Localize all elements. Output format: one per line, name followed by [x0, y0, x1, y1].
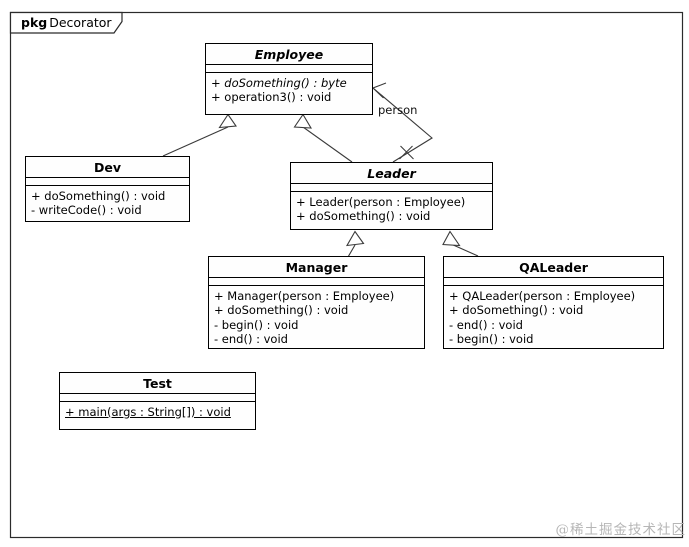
class-dev: Dev + doSomething() : void - writeCode()…: [25, 156, 190, 222]
watermark: @稀土掘金技术社区: [555, 522, 686, 538]
operation: + Leader(person : Employee): [296, 195, 466, 209]
operations-compartment: + doSomething() : byte + operation3() : …: [206, 73, 372, 114]
operations-compartment: + Manager(person : Employee) + doSomethi…: [209, 286, 424, 348]
generalization-dev-to-employee: [162, 113, 237, 157]
non-navigable-x-marker: [399, 145, 414, 160]
operation: + doSomething() : void: [214, 303, 349, 318]
operation: - end() : void: [449, 317, 523, 332]
attributes-compartment: [444, 278, 663, 286]
association-label-person: person: [378, 103, 418, 117]
hollow-triangle-arrowhead: [345, 230, 365, 247]
package-keyword: pkg: [21, 15, 48, 30]
package-frame-border: [9, 11, 684, 539]
edge-line: [162, 126, 229, 157]
operation: + Manager(person : Employee): [214, 289, 395, 303]
operation: - begin() : void: [214, 317, 299, 332]
package-tab-shape: [9, 11, 123, 34]
association-leader-to-employee: [371, 82, 433, 163]
operations-compartment: + Leader(person : Employee) + doSomethin…: [291, 192, 492, 229]
attributes-compartment: [291, 184, 492, 192]
operation: + doSomething() : byte: [211, 76, 347, 90]
generalization-manager-to-leader: [345, 230, 365, 258]
attributes-compartment: [206, 65, 372, 73]
operations-compartment: + QALeader(person : Employee) + doSometh…: [444, 286, 663, 348]
generalization-leader-to-employee: [293, 113, 353, 163]
class-title: Manager: [209, 257, 424, 278]
hollow-triangle-arrowhead: [442, 230, 461, 247]
attributes-compartment: [26, 178, 189, 186]
class-title: QALeader: [444, 257, 663, 278]
operation: - end() : void: [214, 332, 288, 347]
class-qaleader: QALeader + QALeader(person : Employee) +…: [443, 256, 664, 349]
operation: + main(args : String[]) : void: [65, 405, 231, 419]
attributes-compartment: [60, 394, 255, 402]
operation: - begin() : void: [449, 332, 534, 347]
operation: + doSomething() : void: [296, 209, 431, 224]
class-leader: Leader + Leader(person : Employee) + doS…: [290, 162, 493, 230]
operation: + QALeader(person : Employee): [449, 289, 636, 303]
generalization-qaleader-to-leader: [442, 230, 479, 257]
edge-line: [302, 126, 353, 163]
hollow-triangle-arrowhead: [293, 113, 313, 129]
edge-line: [347, 244, 356, 258]
class-manager: Manager + Manager(person : Employee) + d…: [208, 256, 425, 349]
hollow-triangle-arrowhead: [218, 113, 237, 129]
class-test: Test + main(args : String[]) : void: [59, 372, 256, 430]
open-arrowhead: [371, 82, 387, 99]
edge-line: [372, 87, 433, 163]
operation: + doSomething() : void: [31, 189, 166, 203]
package-name: Decorator: [49, 15, 112, 30]
class-employee: Employee + doSomething() : byte + operat…: [205, 43, 373, 115]
operations-compartment: + doSomething() : void - writeCode() : v…: [26, 186, 189, 221]
operation: - writeCode() : void: [31, 203, 142, 218]
class-title: Employee: [206, 44, 372, 65]
operations-compartment: + main(args : String[]) : void: [60, 402, 255, 429]
class-title: Test: [60, 373, 255, 394]
operation: + operation3() : void: [211, 90, 332, 105]
class-title: Dev: [26, 157, 189, 178]
operation: + doSomething() : void: [449, 303, 584, 318]
edge-line: [450, 243, 479, 257]
class-title: Leader: [291, 163, 492, 184]
attributes-compartment: [209, 278, 424, 286]
